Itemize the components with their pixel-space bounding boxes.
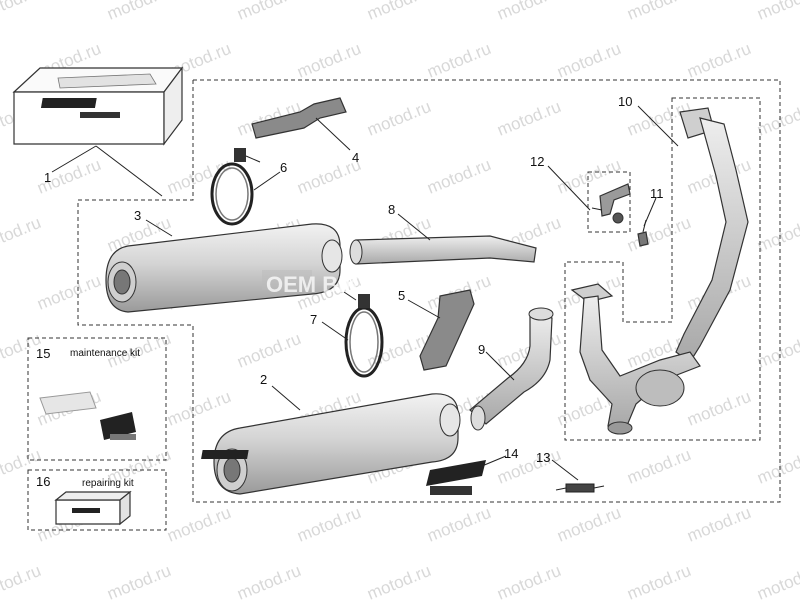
callout-13: 13 [536, 450, 550, 465]
logo-sticker-icon [426, 460, 486, 495]
watermark-text: motod.ru [424, 503, 493, 546]
callout-1: 1 [44, 170, 51, 185]
watermark-text: motod.ru [34, 271, 103, 314]
watermark-text: motod.ru [624, 0, 693, 24]
watermark-text: motod.ru [494, 561, 563, 600]
watermark-text: motod.ru [294, 39, 363, 82]
bracket-icon [591, 183, 631, 224]
watermark-text: motod.ru [624, 213, 693, 256]
watermark-text: motod.ru [684, 503, 753, 546]
oem-stamp: OEM BIKE PARTS [266, 272, 454, 297]
sensor-bracket-frame [587, 171, 631, 233]
headers-frame [564, 97, 761, 441]
kit-box-icon [12, 66, 184, 146]
callout-11: 11 [650, 186, 664, 201]
main-assembly-frame [77, 79, 781, 503]
callout-labels: 1 2 3 4 5 6 7 8 9 10 11 12 13 14 15 16 [36, 94, 664, 489]
repairing-kit-frame [27, 469, 167, 531]
watermark-text: motod.ru [754, 561, 800, 600]
watermark-text: motod.ru [164, 155, 233, 198]
callout-12: 12 [530, 154, 544, 169]
clamp-icon [210, 148, 261, 226]
watermark-text: motod.ru [234, 329, 303, 372]
watermark-text: motod.ru [294, 503, 363, 546]
kit-box-icon [54, 490, 132, 526]
watermark-text: motod.ru [364, 0, 433, 24]
callout-5: 5 [398, 288, 405, 303]
watermark-text: motod.ru [164, 387, 233, 430]
logo-sticker-icon [40, 98, 120, 118]
kit-box-icon [39, 391, 136, 440]
maintenance-kit-label: maintenance kit [70, 348, 140, 359]
watermark-text: motod.ru [554, 39, 623, 82]
watermark-text: motod.ru [494, 0, 563, 24]
exhaust-pipe-icon [469, 307, 554, 431]
watermark-text: motod.ru [0, 561, 44, 600]
callout-7: 7 [310, 312, 317, 327]
watermark-text: motod.ru [104, 561, 173, 600]
watermark-text: motod.ru [234, 561, 303, 600]
callout-16: 16 [36, 474, 50, 489]
callout-8: 8 [388, 202, 395, 217]
watermark-text: motod.ru [104, 0, 173, 24]
repairing-kit-label: repairing kit [82, 478, 134, 489]
watermark-text: motod.ru [754, 97, 800, 140]
watermark-text: motod.ru [0, 213, 44, 256]
group-frames [27, 79, 781, 531]
watermark-text: motod.ru [624, 445, 693, 488]
watermark-text: motod.ru [754, 0, 800, 24]
exhaust-pipe-icon [675, 107, 749, 363]
muffler-icon [105, 223, 343, 313]
watermark-text: motod.ru [554, 503, 623, 546]
muffler-icon [201, 393, 461, 495]
exhaust-pipe-icon [570, 283, 701, 435]
leader-lines [51, 105, 679, 481]
callout-15: 15 [36, 346, 50, 361]
watermark-text: motod.ru [754, 445, 800, 488]
clamp-icon [343, 291, 384, 378]
watermark-text: motod.ru [234, 0, 303, 24]
watermark-text: motod.ru [684, 387, 753, 430]
callout-9: 9 [478, 342, 485, 357]
callout-4: 4 [352, 150, 359, 165]
watermark-text: motod.ru [754, 329, 800, 372]
watermark-text: motod.ru [164, 503, 233, 546]
watermark-text: motod.ru [624, 561, 693, 600]
watermark-text: motod.ru [424, 39, 493, 82]
bracket-icon [251, 97, 347, 139]
watermark-text: motod.ru [684, 39, 753, 82]
watermark-text: motod.ru [494, 97, 563, 140]
callout-2: 2 [260, 372, 267, 387]
exhaust-pipe-icon [349, 235, 537, 265]
watermark-text: motod.ru [0, 0, 44, 24]
watermark-text: motod.ru [364, 561, 433, 600]
callout-3: 3 [134, 208, 141, 223]
callout-6: 6 [280, 160, 287, 175]
spring-icon [555, 483, 605, 493]
logo-sticker-icon [201, 450, 249, 459]
watermark-text: motod.ru [754, 213, 800, 256]
maintenance-kit-frame [27, 337, 167, 461]
callout-14: 14 [504, 446, 518, 461]
watermark-text: motod.ru [424, 155, 493, 198]
bracket-icon [419, 289, 475, 371]
callout-10: 10 [618, 94, 632, 109]
watermark-text: motod.ru [364, 97, 433, 140]
